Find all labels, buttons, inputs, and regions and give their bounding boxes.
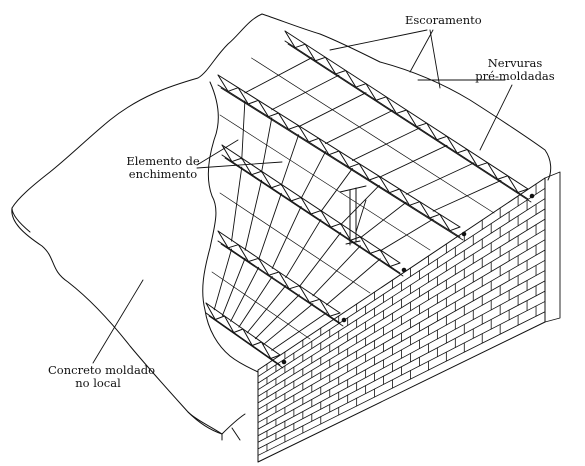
precast-joist-4 [217, 230, 347, 327]
label-escoramento: Escoramento [405, 13, 482, 27]
leader-elemento-2 [196, 161, 283, 169]
joist-rebar-end [529, 193, 535, 199]
joist-bottom-chord [205, 312, 281, 366]
precast-joist-1 [284, 30, 535, 203]
precast-joist-2 [217, 74, 467, 241]
label-elemento-enchimento: Elemento de enchimento [122, 155, 204, 181]
label-concreto-moldado: Concreto moldado no local [48, 363, 156, 390]
leader-escoramento-3 [409, 29, 434, 73]
leader-elemento-1 [196, 139, 239, 166]
label-nervuras-line1: Nervuras [487, 56, 543, 70]
leader-lines [92, 29, 513, 364]
leader-concreto [92, 279, 144, 364]
joist-base [287, 43, 532, 203]
label-elemento-line2: enchimento [128, 167, 198, 181]
leader-nervuras-1 [479, 84, 513, 151]
filler-block-ridge [251, 57, 495, 214]
precast-joist-3 [221, 144, 407, 277]
joist-base [220, 243, 344, 327]
filler-block-ridge [211, 271, 311, 340]
filler-block-ridge [219, 192, 371, 294]
slab-panels [211, 57, 502, 351]
leader-shoring [355, 199, 367, 233]
label-nervuras: Nervuras pré-moldadas [470, 57, 560, 83]
topping-cut-edge [202, 13, 552, 373]
joist-lattice [217, 74, 461, 232]
concrete-topping-edge [11, 207, 241, 441]
joist-lattice [221, 144, 401, 267]
label-concreto-line1: Concreto moldado [48, 363, 156, 377]
joist-bottom-chord [284, 40, 529, 200]
joist-rebar-end [281, 359, 287, 365]
joist-top-chord [221, 144, 401, 264]
joist-rebar-end [401, 267, 407, 273]
shoring-post [339, 185, 367, 246]
joist-base [220, 87, 464, 241]
joist-lattice [284, 30, 529, 193]
joist-bottom-chord [217, 240, 341, 324]
brick-wall [257, 171, 561, 463]
joist-rebar-end [461, 231, 467, 237]
filler-block-ridge [219, 114, 431, 251]
leader-escoramento-2 [429, 29, 441, 89]
label-nervuras-line2: pré-moldadas [475, 69, 555, 83]
label-elemento-line1: Elemento de [126, 154, 200, 168]
label-concreto-line2: no local [75, 376, 121, 390]
joist-lattice [205, 302, 281, 359]
leader-escoramento-1 [329, 29, 428, 51]
joist-rebar-end [341, 317, 347, 323]
joist-base [208, 315, 284, 369]
joist-lattice [217, 230, 341, 317]
brick-course-line [257, 311, 546, 456]
precast-joists [205, 30, 535, 369]
joist-base [224, 157, 404, 277]
precast-joist-5 [205, 302, 287, 369]
brick-wall-side [544, 171, 561, 323]
joist-bottom-chord [217, 84, 461, 238]
